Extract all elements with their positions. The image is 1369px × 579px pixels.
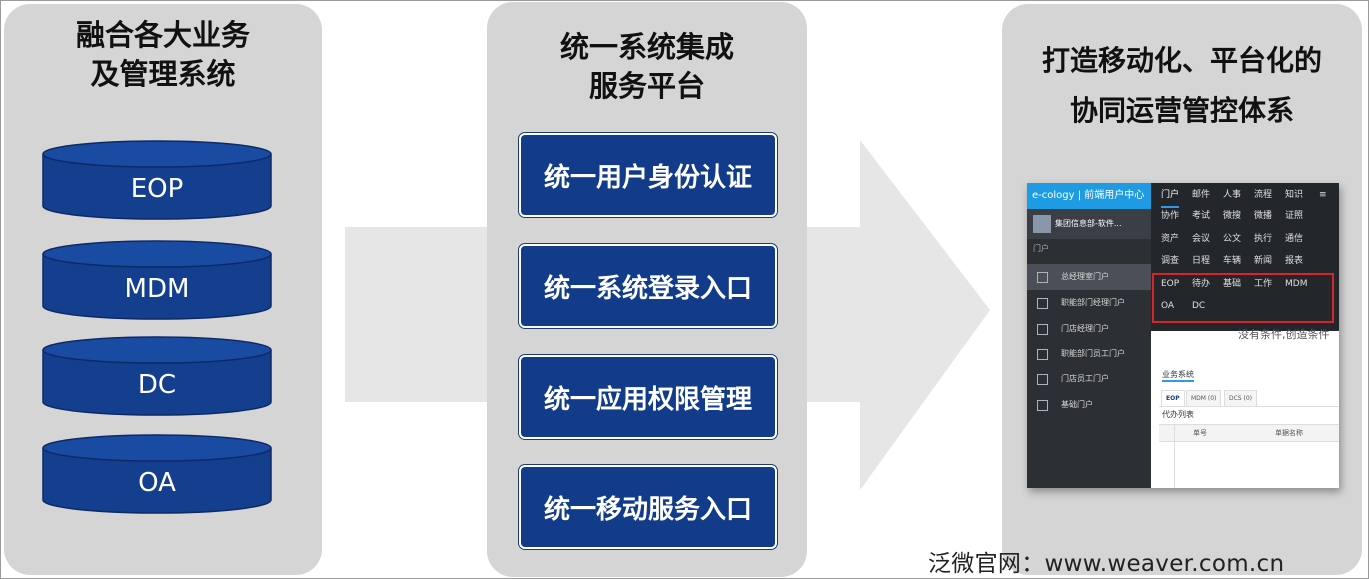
sidebar-section-label: 门户 <box>1033 244 1049 253</box>
menu-item[interactable]: 资产 <box>1161 234 1180 244</box>
service-box-login: 统一系统登录入口 <box>519 244 777 328</box>
menu-item[interactable]: 知识 <box>1285 190 1304 200</box>
portal-icon <box>1037 298 1048 309</box>
portal-icon <box>1037 374 1048 385</box>
business-tabs: EOP MDM (0) DCS (0) <box>1159 390 1339 407</box>
menu-item[interactable]: 邮件 <box>1192 190 1211 200</box>
business-systems-label: 业务系统 <box>1162 369 1194 382</box>
menu-item[interactable]: 车辆 <box>1223 256 1242 266</box>
user-name: 集团信息部-软件... <box>1055 219 1122 228</box>
user-bar: 集团信息部-软件... <box>1027 209 1151 239</box>
menu-item[interactable]: 报表 <box>1285 256 1304 266</box>
platform-panel: 统一系统集成 服务平台 统一用户身份认证 统一系统登录入口 统一应用权限管理 统… <box>487 2 807 577</box>
menu-item[interactable]: 工作 <box>1254 279 1273 289</box>
portal-icon <box>1037 272 1048 283</box>
menu-item[interactable]: 人事 <box>1223 190 1242 200</box>
service-box-permission: 统一应用权限管理 <box>519 355 777 439</box>
avatar <box>1033 215 1051 233</box>
menu-item[interactable]: 微播 <box>1254 211 1273 221</box>
app-sidebar: e-cology | 前端用户中心 集团信息部-软件... 门户 总经理室门户 … <box>1027 183 1151 488</box>
column-header: 单据名称 <box>1275 429 1303 437</box>
menu-row: OA DC <box>1151 295 1339 317</box>
table-divider <box>1174 424 1175 488</box>
empty-message: 没有条件,创造条件 <box>1238 328 1330 341</box>
column-header: 单号 <box>1193 429 1207 437</box>
service-box-auth: 统一用户身份认证 <box>519 133 777 217</box>
app-menu: 门户 邮件 人事 流程 知识 ≡ 协作 考试 微搜 微播 证照 资产 会议 公文… <box>1151 183 1339 331</box>
menu-item[interactable]: 门户 <box>1161 184 1180 208</box>
menu-item[interactable]: 流程 <box>1254 190 1273 200</box>
sidebar-item-portal[interactable]: 总经理室门户 <box>1027 264 1151 290</box>
system-cylinder-eop: EOP <box>42 140 272 220</box>
menu-item[interactable]: OA <box>1161 301 1175 311</box>
menu-item[interactable]: 通信 <box>1285 234 1304 244</box>
menu-item[interactable]: 基础 <box>1223 279 1242 289</box>
menu-item[interactable]: 公文 <box>1223 234 1242 244</box>
menu-item[interactable]: 待办 <box>1192 279 1211 289</box>
watermark: 泛微官网：www.weaver.com.cn <box>928 551 1285 577</box>
sidebar-item-portal[interactable]: 职能部门经理门户 <box>1027 290 1151 316</box>
menu-row: 资产 会议 公文 执行 通信 <box>1151 228 1339 250</box>
system-cylinder-mdm: MDM <box>42 240 272 320</box>
sidebar-item-portal[interactable]: 门店员工门户 <box>1027 366 1151 392</box>
menu-item[interactable]: 协作 <box>1161 211 1180 221</box>
menu-item[interactable]: MDM <box>1285 279 1308 289</box>
portal-icon <box>1037 324 1048 335</box>
sidebar-item-portal[interactable]: 职能部门员工门户 <box>1027 341 1151 367</box>
service-box-mobile: 统一移动服务入口 <box>519 465 777 549</box>
menu-item[interactable]: 执行 <box>1254 234 1273 244</box>
systems-panel: 融合各大业务 及管理系统 EOP MDM DC OA <box>4 4 322 575</box>
system-cylinder-oa: OA <box>42 434 272 514</box>
menu-row: 门户 邮件 人事 流程 知识 ≡ <box>1151 184 1339 208</box>
menu-row: 协作 考试 微搜 微播 证照 <box>1151 205 1339 227</box>
menu-item[interactable]: 调查 <box>1161 256 1180 266</box>
menu-item[interactable]: 考试 <box>1192 211 1211 221</box>
sidebar-item-portal[interactable]: 门店经理门户 <box>1027 316 1151 342</box>
tab-mdm[interactable]: MDM (0) <box>1186 390 1222 406</box>
table-header: 单号 单据名称 <box>1159 424 1339 442</box>
app-header: e-cology | 前端用户中心 <box>1027 183 1151 209</box>
collaboration-panel-title: 打造移动化、平台化的 协同运营管控体系 <box>1041 44 1322 127</box>
menu-icon[interactable]: ≡ <box>1319 190 1327 200</box>
app-screenshot: e-cology | 前端用户中心 集团信息部-软件... 门户 总经理室门户 … <box>1027 183 1339 488</box>
menu-item[interactable]: 会议 <box>1192 234 1211 244</box>
portal-icon <box>1037 400 1048 411</box>
menu-row: 调查 日程 车辆 新闻 报表 <box>1151 250 1339 272</box>
platform-panel-title: 统一系统集成 服务平台 <box>559 30 734 103</box>
highlight-box <box>1152 273 1334 323</box>
menu-item[interactable]: 新闻 <box>1254 256 1273 266</box>
sidebar-item-portal[interactable]: 基础门户 <box>1027 392 1151 418</box>
menu-item[interactable]: 证照 <box>1285 211 1304 221</box>
systems-panel-title: 融合各大业务 及管理系统 <box>75 18 250 91</box>
tab-eop[interactable]: EOP <box>1161 390 1185 406</box>
menu-item[interactable]: DC <box>1192 301 1206 311</box>
portal-icon <box>1037 349 1048 360</box>
system-cylinder-dc: DC <box>42 336 272 416</box>
menu-item[interactable]: EOP <box>1161 279 1180 289</box>
menu-item[interactable]: 微搜 <box>1223 211 1242 221</box>
todo-list-label: 代办列表 <box>1162 410 1194 419</box>
menu-row: EOP 待办 基础 工作 MDM <box>1151 273 1339 295</box>
menu-item[interactable]: 日程 <box>1192 256 1211 266</box>
tab-dcs[interactable]: DCS (0) <box>1224 390 1258 406</box>
